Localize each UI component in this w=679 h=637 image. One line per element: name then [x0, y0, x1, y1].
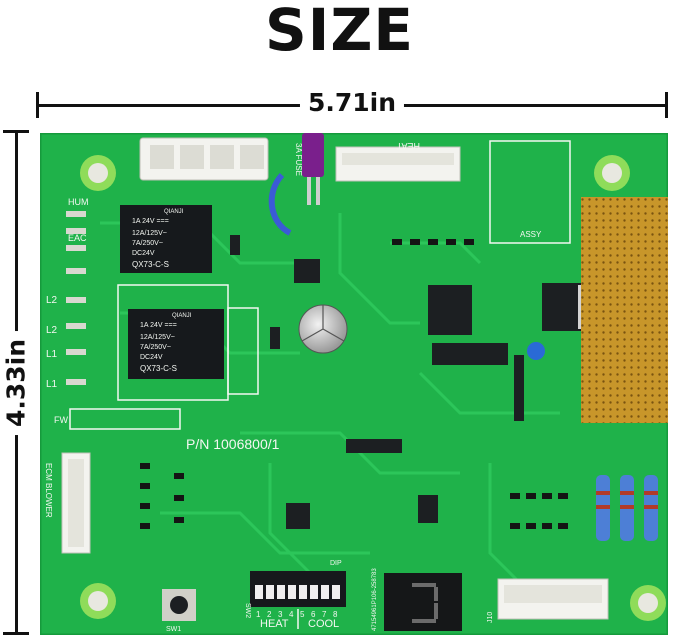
fuse: [268, 133, 324, 236]
dip-number-4: 4: [289, 610, 294, 619]
relay-1-rating-3: 7A/250V~: [132, 240, 163, 247]
dip-switch: [250, 571, 346, 607]
seven-segment-display: [384, 573, 462, 631]
heat-connector: [335, 146, 461, 182]
l1-label-b: L1: [46, 379, 58, 390]
relay-2-brand: QIANJI: [172, 313, 192, 319]
integrated-circuits: [230, 235, 508, 529]
board-drawing: 3A FUSE HEAT 1A 24V === 12A/125V~ 7A/250…: [40, 133, 668, 635]
j10-connector: [497, 578, 609, 620]
relay-2-rating-3: 7A/250V~: [140, 344, 171, 351]
assy-outline: [489, 140, 571, 244]
dip-number-5: 5: [300, 610, 305, 619]
fw-outline: [69, 408, 181, 430]
mounting-holes: [80, 155, 666, 621]
j10-label: J10: [487, 612, 494, 623]
tact-switch: [162, 589, 196, 621]
relay-1-brand: QIANJI: [164, 209, 184, 215]
dip-numbers: 1 2 3 4 5 6 7 8: [256, 610, 338, 619]
ecm-label: ECM BLOWER: [44, 463, 53, 518]
dip-number-7: 7: [322, 610, 327, 619]
width-dimension-cap-left: [36, 92, 39, 118]
relay-1-model: QX73-C-S: [132, 260, 169, 269]
terminal-tabs: [66, 211, 86, 385]
dip-number-3: 3: [278, 610, 283, 619]
pin-header: [514, 355, 524, 421]
resistors: [596, 475, 658, 541]
eac-label: EAC: [68, 233, 87, 243]
cool-dip-label: COOL: [308, 618, 339, 630]
fw-label: FW: [54, 415, 68, 425]
sw1-label: SW1: [166, 626, 181, 633]
dip-number-2: 2: [267, 610, 272, 619]
heat-dip-label: HEAT: [260, 618, 289, 630]
page-title: SIZE: [264, 0, 415, 64]
assy-label: ASSY: [520, 230, 542, 239]
l2-label-a: L2: [46, 295, 58, 306]
sw2-label: SW2: [244, 603, 251, 618]
relay-2: 1A 24V === 12A/125V~ 7A/250V~ DC24V QX73…: [128, 309, 224, 379]
smd-components: [140, 239, 568, 529]
part-number: P/N 1006800/1: [186, 436, 280, 452]
relay-1-rating-2: 12A/125V~: [132, 230, 167, 237]
dip-number-6: 6: [311, 610, 316, 619]
height-dimension-cap-top: [3, 130, 29, 133]
height-dimension-cap-bottom: [3, 632, 29, 635]
heat-connector-label: HEAT: [396, 141, 420, 151]
relay-1: 1A 24V === 12A/125V~ 7A/250V~ DC24V QX73…: [120, 205, 212, 273]
electrolytic-capacitor: [298, 304, 348, 354]
dip-number-1: 1: [256, 610, 261, 619]
serial-label: 47154961P106-258783: [372, 568, 378, 631]
l2-label-b: L2: [46, 325, 58, 336]
width-label: 5.71in: [299, 88, 405, 117]
hum-label: HUM: [68, 197, 89, 207]
dip-number-8: 8: [333, 610, 338, 619]
power-connector: [139, 137, 269, 181]
width-dimension: 5.71in: [36, 88, 668, 118]
height-dimension: 4.33in: [0, 130, 31, 635]
relay-2-model: QX73-C-S: [140, 364, 177, 373]
dip-label: DIP: [330, 560, 342, 567]
ecm-blower-connector: [61, 452, 91, 554]
relay-2-rating-2: 12A/125V~: [140, 334, 175, 341]
relay-2-rating: 1A 24V ===: [140, 322, 177, 329]
relay-1-coil: DC24V: [132, 250, 155, 257]
height-label: 4.33in: [1, 330, 31, 435]
relay-2-coil: DC24V: [140, 354, 163, 361]
l1-label-a: L1: [46, 349, 58, 360]
circuit-board: 3A FUSE HEAT 1A 24V === 12A/125V~ 7A/250…: [40, 133, 668, 635]
relay-1-rating: 1A 24V ===: [132, 218, 169, 225]
fuse-label: 3A FUSE: [294, 143, 303, 176]
width-dimension-cap-right: [665, 92, 668, 118]
